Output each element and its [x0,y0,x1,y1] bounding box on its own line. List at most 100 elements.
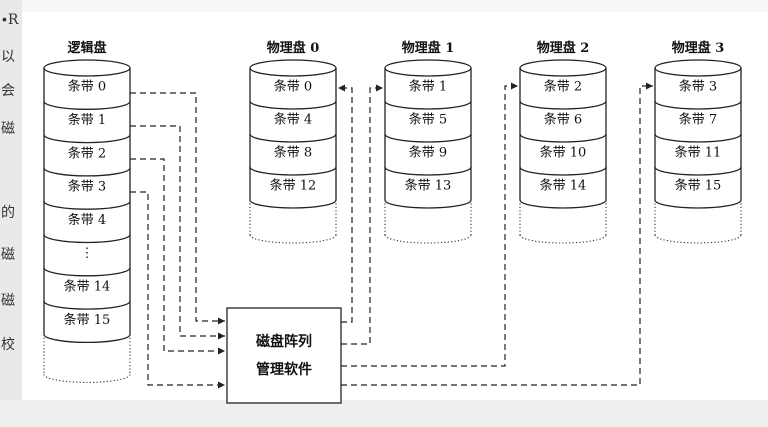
stripe-divider [43,134,131,144]
disk-dotted-bottom [519,234,607,244]
stripe-label: 条带 4 [274,112,312,128]
left-gutter [0,0,22,427]
stripe-label: 条带 5 [409,112,447,128]
disk-dotted-bottom [43,374,131,383]
stripe-label: 条带 13 [405,178,452,194]
stripe-divider [43,334,131,344]
stripe-divider [654,199,742,209]
stripe-label: 条带 4 [68,212,106,228]
disk-dotted-bottom [384,234,472,244]
stripe-label: 条带 3 [679,79,717,95]
stripe-divider [654,166,742,176]
manager-label: 管理软件 [256,361,312,378]
disk-body [385,68,471,200]
stripe-label: 条带 0 [68,79,106,95]
disk-dotted-bottom [249,234,337,244]
text-fragment: ∙R [1,12,19,28]
stripe-divider [43,234,131,244]
manager-label: 磁盘阵列 [256,333,312,350]
stripe-label: 条带 3 [68,179,106,195]
disk-body [520,68,606,200]
stripe-divider [519,133,607,143]
stripe-label: 条带 1 [68,112,106,128]
logical-to-manager [130,125,225,340]
stripe-label: 条带 0 [274,79,312,95]
disk-body [250,68,336,200]
stripe-divider [519,100,607,110]
stripe-label: 条带 11 [675,145,722,161]
stripe-divider [384,133,472,143]
manager-box [226,307,342,404]
manager-to-disk1 [341,84,383,345]
disk-title: 物理盘 2 [537,40,590,56]
stripe-divider [43,101,131,110]
stripe-divider [249,100,337,110]
physical-disk: 物理盘 2 条带 2 条带 6 条带 10 条带 14 [519,40,607,244]
stripe-divider [43,300,131,310]
stripe-divider [384,100,472,110]
stripe-divider [519,166,607,176]
logical-to-manager [130,92,225,325]
stripe-label: 条带 14 [64,278,111,294]
text-fragment: 的 [1,205,15,221]
ellipsis: ⋮ [81,246,94,261]
disk-top [654,59,742,77]
top-strip [22,0,768,12]
text-fragment: 磁 [1,121,15,137]
stripe-divider [654,100,742,110]
disk-body [655,68,741,200]
disk-top [384,59,472,77]
physical-disk: 物理盘 0 条带 0 条带 4 条带 8 条带 12 [249,40,337,244]
logical-to-manager [130,158,225,355]
logical-to-manager [130,191,225,389]
manager-to-disk3 [341,82,653,386]
bottom-strip [0,400,768,427]
disk-top [249,59,337,77]
stripe-divider [384,166,472,176]
stripe-divider [654,133,742,143]
stripe-divider [249,166,337,176]
disk-dotted-bottom [654,234,742,244]
stripe-divider [43,167,131,177]
stripe-label: 条带 10 [540,145,587,161]
disk-body [44,68,130,335]
stripe-label: 条带 2 [544,79,582,95]
stripe-label: 条带 12 [270,178,317,194]
disk-title: 物理盘 3 [672,40,725,56]
stripe-divider [519,199,607,209]
stripe-label: 条带 15 [64,312,111,328]
stripe-label: 条带 2 [68,145,106,161]
stripe-divider [384,199,472,209]
stripe-label: 条带 15 [675,178,722,194]
disk-title: 物理盘 0 [267,40,320,56]
text-fragment: 磁 [1,293,15,309]
stripe-divider [249,199,337,209]
manager-to-disk0 [338,84,353,323]
text-fragment: 磁 [1,247,15,263]
physical-disk: 物理盘 1 条带 1 条带 5 条带 9 条带 13 [384,40,472,244]
stripe-divider [249,133,337,143]
stripe-label: 条带 1 [409,79,447,95]
stripe-label: 条带 14 [540,178,587,194]
disk-top [43,59,131,77]
stripe-label: 条带 6 [544,112,582,128]
text-fragment: 校 [1,337,15,353]
connection-lines [130,82,653,389]
stripe-label: 条带 9 [409,145,447,161]
stripe-divider [43,201,131,210]
disk-title: 物理盘 1 [402,40,455,56]
text-fragment: 以 [1,49,15,65]
text-fragment: 会 [1,83,15,99]
stripe-label: 条带 7 [679,112,717,128]
physical-disk: 物理盘 3 条带 3 条带 7 条带 11 条带 15 [654,40,742,244]
manager-to-disk2 [341,82,518,367]
stripe-divider [43,267,131,277]
stripe-label: 条带 8 [274,145,312,161]
disk-title: 逻辑盘 [67,40,106,56]
